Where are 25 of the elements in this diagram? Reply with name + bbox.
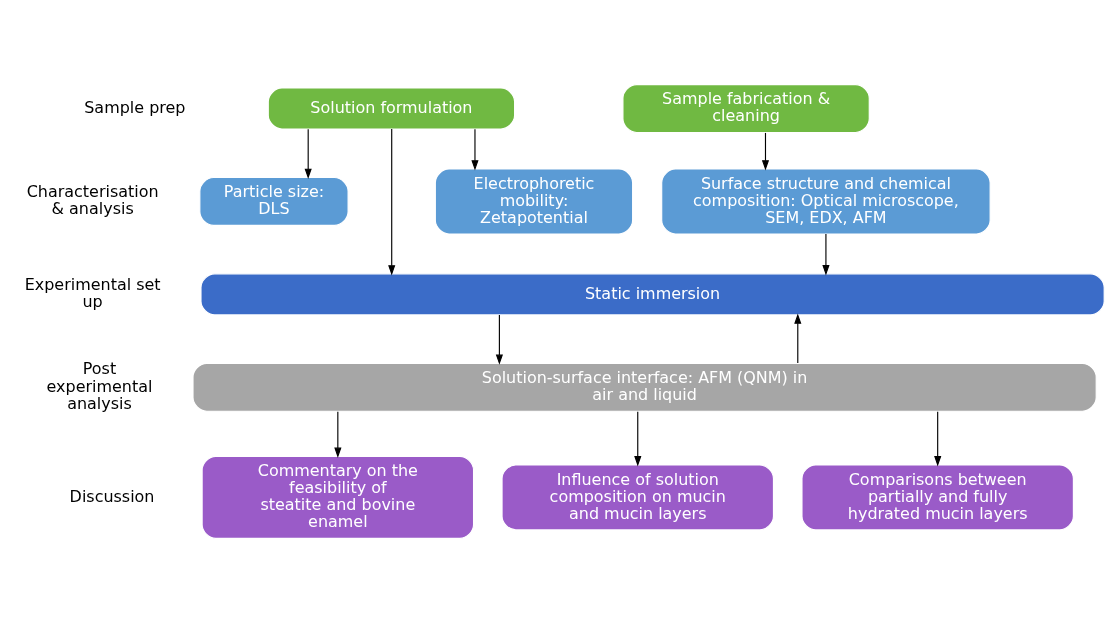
node-box: Commentary on the feasibility of steatite and bovine enamel [201,455,475,539]
node-box: Electrophoretic mobility: Zetapotential [434,167,634,234]
label: Experimental set up [24,274,161,311]
label: Discussion [69,486,155,506]
arrow [495,313,503,365]
node-box: Solution-surface interface: AFM (QNM) in air and liquid [192,362,1097,412]
node-box: Solution formulation [267,86,516,130]
label: Post experimental analysis [46,358,153,413]
label: Sample prep [84,97,186,117]
arrow [388,128,396,275]
arrow [822,232,830,275]
label: Characterisation & analysis [26,181,159,218]
arrow [761,131,770,171]
arrow [471,128,479,171]
node-box: Particle size: DLS [199,176,349,226]
arrow [934,410,942,466]
node-box: Surface structure and chemical composition: Optical microscope, SEM, EDX, AFM [661,167,991,234]
arrow [304,128,312,179]
arrow [334,410,342,458]
node-box: Sample fabrication & cleaning [622,83,870,133]
arrow [794,312,802,363]
node-box: Static immersion [200,272,1105,315]
node-box: Influence of solution composition on mucin and mucin layers [501,463,775,530]
node-box: Comparisons between partially and fully hydrated mucin layers [801,463,1074,530]
arrow [634,410,642,466]
